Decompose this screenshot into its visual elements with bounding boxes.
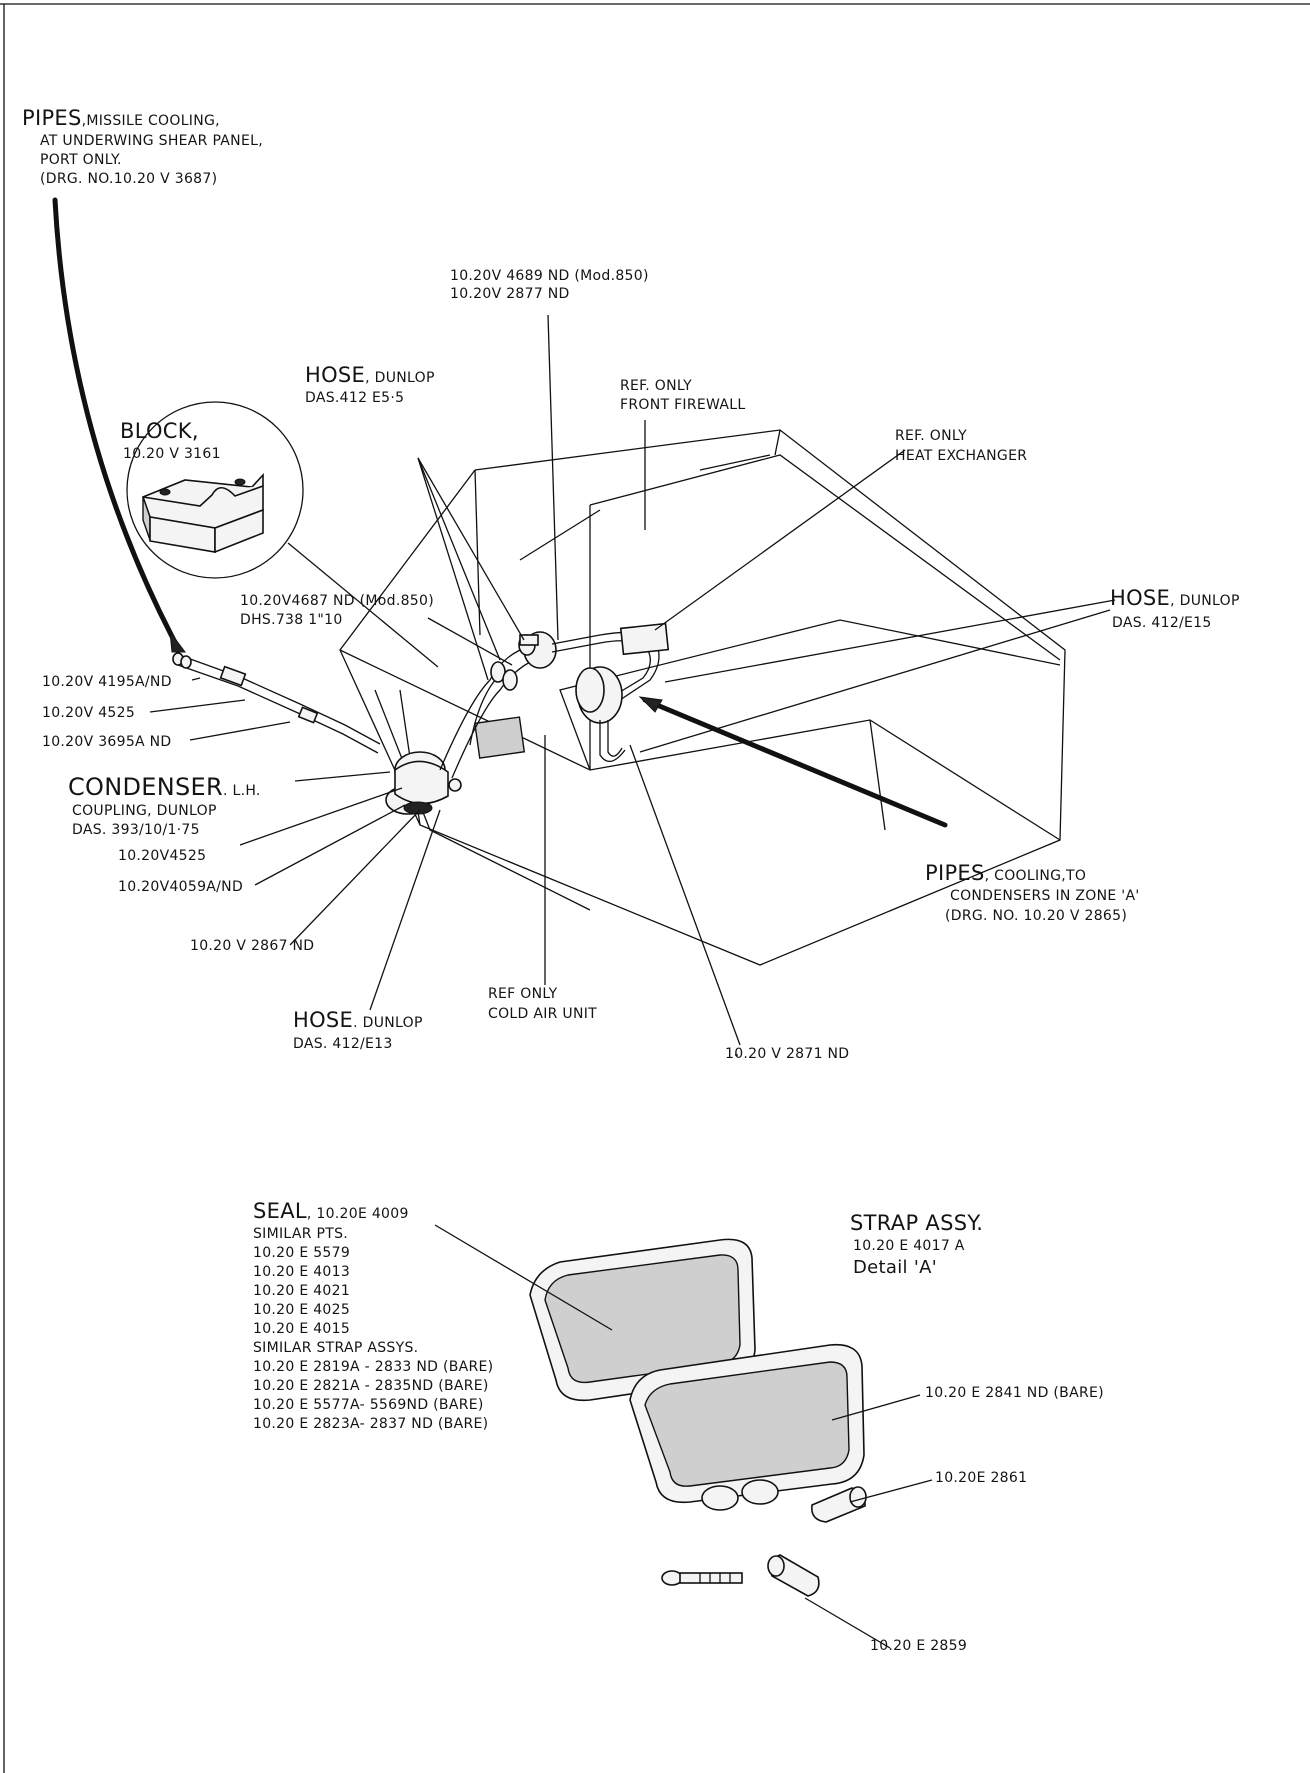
dhs738: DHS.738 1"10 bbox=[240, 612, 343, 628]
seal-similar: SIMILAR PTS. bbox=[253, 1226, 348, 1242]
condenser-title: CONDENSER bbox=[68, 773, 223, 801]
seal-strap: 10.20 E 2819A - 2833 ND (BARE) bbox=[253, 1359, 493, 1375]
part-2867: 10.20 V 2867 ND bbox=[190, 938, 314, 954]
ref-cold-air-line1: REF ONLY bbox=[488, 986, 558, 1002]
svg-text:HOSE. DUNLOP: HOSE. DUNLOP bbox=[293, 1008, 423, 1032]
condenser-assembly bbox=[385, 716, 526, 815]
block-title: BLOCK, bbox=[120, 419, 199, 443]
part-2859: 10.20 E 2859 bbox=[870, 1638, 967, 1654]
hose2-number: DAS. 412/E15 bbox=[1112, 615, 1212, 631]
svg-text:CONDENSER. L.H.: CONDENSER. L.H. bbox=[68, 773, 261, 801]
svg-text:PIPES, COOLING,TO: PIPES, COOLING,TO bbox=[925, 861, 1086, 885]
seal-part: 10.20 E 4021 bbox=[253, 1283, 350, 1299]
seal-strap: 10.20 E 2823A- 2837 ND (BARE) bbox=[253, 1416, 488, 1432]
hose2-title: HOSE bbox=[1110, 586, 1170, 610]
hose1-subtitle: , DUNLOP bbox=[365, 370, 435, 386]
pipes-missile-line3: PORT ONLY. bbox=[40, 152, 122, 168]
strap-assy-detail: Detail 'A' bbox=[853, 1257, 937, 1278]
svg-text:SEAL, 10.20E 4009: SEAL, 10.20E 4009 bbox=[253, 1199, 409, 1223]
hose3-number: DAS. 412/E13 bbox=[293, 1036, 393, 1052]
pipes2-subtitle: , COOLING,TO bbox=[985, 868, 1087, 884]
part-4195: 10.20V 4195A/ND bbox=[42, 674, 172, 690]
pipes-missile-subtitle: ,MISSILE COOLING, bbox=[82, 113, 220, 129]
pipes-missile-line4: (DRG. NO.10.20 V 3687) bbox=[40, 171, 217, 187]
part-2841: 10.20 E 2841 ND (BARE) bbox=[925, 1385, 1104, 1401]
svg-text:PIPES,MISSILE COOLING,: PIPES,MISSILE COOLING, bbox=[22, 106, 220, 130]
pipes-missile-title: PIPES bbox=[22, 106, 82, 130]
block-number: 10.20 V 3161 bbox=[123, 446, 221, 462]
seal-part: 10.20 E 4013 bbox=[253, 1264, 350, 1280]
condenser-subtitle: . L.H. bbox=[223, 783, 261, 799]
ref-heat-exchanger-line2: HEAT EXCHANGER bbox=[895, 448, 1027, 464]
seal-strap: 10.20 E 2821A - 2835ND (BARE) bbox=[253, 1378, 489, 1394]
hose1-number: DAS.412 E5·5 bbox=[305, 390, 404, 406]
sleeve-2861 bbox=[810, 1486, 867, 1523]
sleeve-2859 bbox=[767, 1554, 820, 1597]
hose3-subtitle: . DUNLOP bbox=[353, 1015, 423, 1031]
ref-cold-air-line2: COLD AIR UNIT bbox=[488, 1006, 597, 1022]
part-3695: 10.20V 3695A ND bbox=[42, 734, 172, 750]
ref-firewall-line2: FRONT FIREWALL bbox=[620, 397, 745, 413]
svg-text:HOSE, DUNLOP: HOSE, DUNLOP bbox=[1110, 586, 1240, 610]
coupling-line1: COUPLING, DUNLOP bbox=[72, 803, 217, 819]
missile-cooling-pipe bbox=[172, 652, 381, 754]
seal-part: 10.20 E 4015 bbox=[253, 1321, 350, 1337]
part-2871: 10.20 V 2871 ND bbox=[725, 1046, 849, 1062]
leader-lines bbox=[52, 197, 1116, 1056]
part-4689: 10.20V 4689 ND (Mod.850) bbox=[450, 268, 649, 284]
hose1-title: HOSE bbox=[305, 363, 365, 387]
seal-subtitle: , 10.20E 4009 bbox=[307, 1206, 409, 1222]
seal-part: 10.20 E 5579 bbox=[253, 1245, 350, 1261]
part-4687: 10.20V4687 ND (Mod.850) bbox=[240, 593, 434, 609]
pipes2-line2: CONDENSERS IN ZONE 'A' bbox=[950, 888, 1139, 904]
pipes-missile-line2: AT UNDERWING SHEAR PANEL, bbox=[40, 133, 263, 149]
seal-strap: 10.20 E 5577A- 5569ND (BARE) bbox=[253, 1397, 484, 1413]
ref-firewall-line1: REF. ONLY bbox=[620, 378, 692, 394]
hose-run bbox=[439, 631, 660, 779]
part-4059: 10.20V4059A/ND bbox=[118, 879, 243, 895]
ref-heat-exchanger-line1: REF. ONLY bbox=[895, 428, 967, 444]
pipes2-line3: (DRG. NO. 10.20 V 2865) bbox=[945, 908, 1127, 924]
page-frame bbox=[0, 3, 1310, 1773]
strap-assy-title: STRAP ASSY. bbox=[850, 1211, 983, 1235]
seal-title: SEAL bbox=[253, 1199, 307, 1223]
strap-assy-number: 10.20 E 4017 A bbox=[853, 1238, 965, 1254]
screw bbox=[661, 1570, 743, 1586]
seal-strap-similar: SIMILAR STRAP ASSYS. bbox=[253, 1340, 418, 1356]
part-2877: 10.20V 2877 ND bbox=[450, 286, 570, 302]
pipes2-title: PIPES bbox=[925, 861, 985, 885]
hose2-subtitle: , DUNLOP bbox=[1170, 593, 1240, 609]
coupling-line2: DAS. 393/10/1·75 bbox=[72, 822, 200, 838]
seal-part: 10.20 E 4025 bbox=[253, 1302, 350, 1318]
labels: PIPES,MISSILE COOLING, AT UNDERWING SHEA… bbox=[22, 106, 1240, 1654]
strap-assembly-detail bbox=[434, 1224, 933, 1649]
svg-text:HOSE, DUNLOP: HOSE, DUNLOP bbox=[305, 363, 435, 387]
heat-exchanger-unit bbox=[575, 622, 670, 762]
part-2861: 10.20E 2861 bbox=[935, 1470, 1027, 1486]
block-detail-callout bbox=[126, 401, 439, 668]
part-4525b: 10.20V4525 bbox=[118, 848, 206, 864]
hose3-title: HOSE bbox=[293, 1008, 353, 1032]
part-4525a: 10.20V 4525 bbox=[42, 705, 135, 721]
